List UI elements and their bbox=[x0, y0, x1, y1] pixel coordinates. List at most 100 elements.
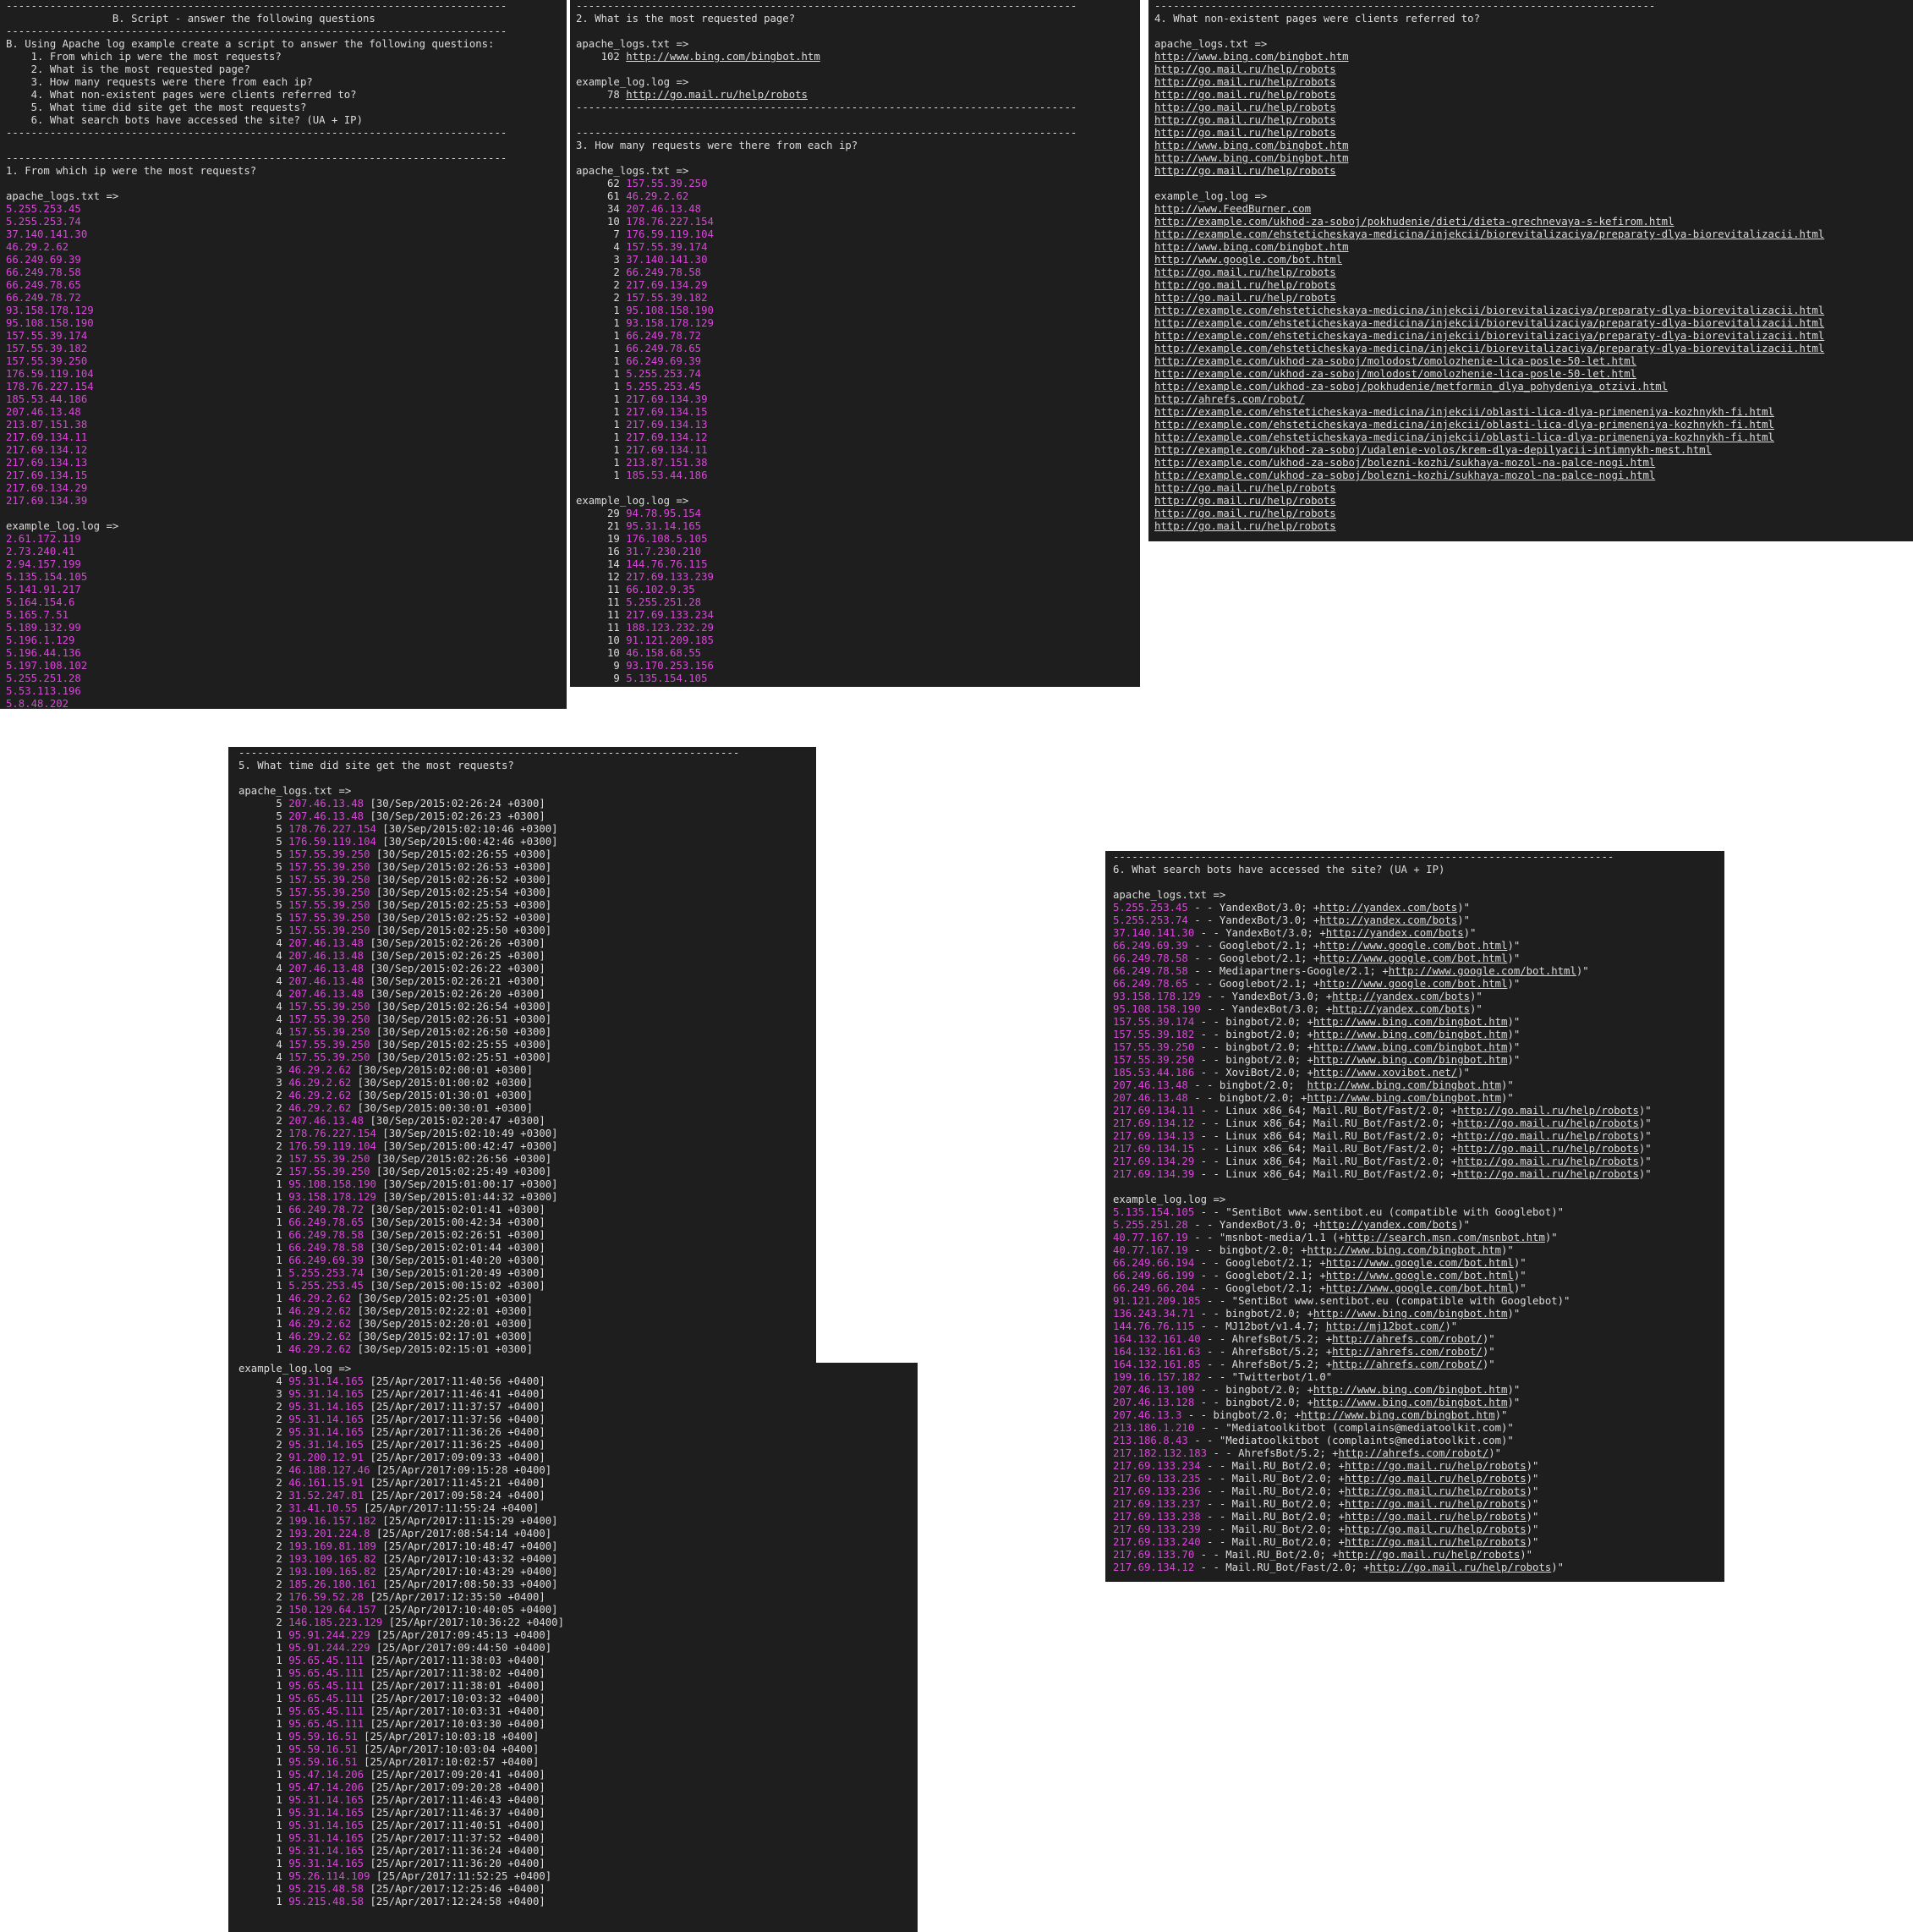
url-link[interactable]: http://go.mail.ru/help/robots bbox=[1344, 1473, 1527, 1485]
url-link[interactable]: http://www.google.com/bot.html bbox=[1319, 940, 1508, 952]
url-link[interactable]: http://ahrefs.com/robot/ bbox=[1332, 1333, 1483, 1345]
url-link[interactable]: http://www.bing.com/bingbot.htm bbox=[1313, 1016, 1508, 1028]
url-link[interactable]: http://example.com/ehsteticheskaya-medic… bbox=[1154, 330, 1825, 342]
url-link[interactable]: http://www.bing.com/bingbot.htm bbox=[1313, 1041, 1508, 1053]
url-link[interactable]: http://yandex.com/bots bbox=[1319, 902, 1458, 914]
url-link[interactable]: http://go.mail.ru/help/robots bbox=[1457, 1155, 1639, 1167]
url-link[interactable]: http://ahrefs.com/robot/ bbox=[1332, 1346, 1483, 1358]
url-link[interactable]: http://yandex.com/bots bbox=[1332, 991, 1471, 1002]
url-link[interactable]: http://example.com/ukhod-za-soboj/bolezn… bbox=[1154, 469, 1656, 481]
url-link[interactable]: http://www.bing.com/bingbot.htm bbox=[1313, 1054, 1508, 1066]
url-link[interactable]: http://yandex.com/bots bbox=[1319, 1219, 1458, 1231]
url-link[interactable]: http://go.mail.ru/help/robots bbox=[1154, 279, 1336, 291]
url-link[interactable]: http://www.google.com/bot.html bbox=[1154, 254, 1343, 266]
url-link[interactable]: http://ahrefs.com/robot/ bbox=[1338, 1447, 1489, 1459]
url-link[interactable]: http://www.google.com/bot.html bbox=[1325, 1270, 1514, 1282]
url-link[interactable]: http://www.google.com/bot.html bbox=[1325, 1282, 1514, 1294]
url-link[interactable]: http://example.com/ehsteticheskaya-medic… bbox=[1154, 419, 1774, 431]
url-link[interactable]: http://go.mail.ru/help/robots bbox=[1154, 266, 1336, 278]
url-link[interactable]: http://go.mail.ru/help/robots bbox=[1344, 1523, 1527, 1535]
url-link[interactable]: http://go.mail.ru/help/robots bbox=[1154, 520, 1336, 532]
url-link[interactable]: http://go.mail.ru/help/robots bbox=[1344, 1536, 1527, 1548]
url-link[interactable]: http://example.com/ehsteticheskaya-medic… bbox=[1154, 228, 1825, 240]
url-link[interactable]: http://ahrefs.com/robot/ bbox=[1332, 1358, 1483, 1370]
log-text: [25/Apr/2017:10:03:18 +0400] bbox=[357, 1731, 540, 1743]
url-link[interactable]: http://example.com/ukhod-za-soboj/molodo… bbox=[1154, 355, 1637, 367]
url-link[interactable]: http://go.mail.ru/help/robots bbox=[1457, 1168, 1639, 1180]
ip-address: 95.215.48.58 bbox=[288, 1896, 365, 1907]
url-link[interactable]: http://www.bing.com/bingbot.htm bbox=[1307, 1244, 1502, 1256]
terminal-line bbox=[1113, 1181, 1724, 1194]
url-link[interactable]: http://www.google.com/bot.html bbox=[1319, 952, 1508, 964]
terminal-line: 144.76.76.115 - - MJ12bot/v1.4.7; http:/… bbox=[1113, 1320, 1724, 1333]
url-link[interactable]: http://go.mail.ru/help/robots bbox=[1344, 1511, 1527, 1523]
url-link[interactable]: http://www.bing.com/bingbot.htm bbox=[1313, 1029, 1508, 1040]
url-link[interactable]: http://example.com/ukhod-za-soboj/molodo… bbox=[1154, 368, 1637, 380]
terminal-text: ----------------------------------------… bbox=[6, 152, 507, 164]
url-link[interactable]: http://www.bing.com/bingbot.htm bbox=[626, 51, 820, 63]
url-link[interactable]: http://example.com/ukhod-za-soboj/pokhud… bbox=[1154, 381, 1669, 392]
terminal-line: 207.46.13.128 - - bingbot/2.0; +http://w… bbox=[1113, 1397, 1724, 1409]
url-link[interactable]: http://go.mail.ru/help/robots bbox=[1154, 114, 1336, 126]
url-link[interactable]: http://example.com/ehsteticheskaya-medic… bbox=[1154, 317, 1825, 329]
url-link[interactable]: http://ahrefs.com/robot/ bbox=[1154, 393, 1305, 405]
url-link[interactable]: http://go.mail.ru/help/robots bbox=[626, 89, 808, 101]
url-link[interactable]: http://www.bing.com/bingbot.htm bbox=[1307, 1092, 1502, 1104]
url-link[interactable]: http://example.com/ukhod-za-soboj/pokhud… bbox=[1154, 216, 1675, 228]
url-link[interactable]: http://go.mail.ru/help/robots bbox=[1154, 102, 1336, 113]
url-link[interactable]: http://www.bing.com/bingbot.htm bbox=[1154, 51, 1349, 63]
url-link[interactable]: http://example.com/ehsteticheskaya-medic… bbox=[1154, 305, 1825, 316]
url-link[interactable]: http://yandex.com/bots bbox=[1325, 927, 1464, 939]
url-link[interactable]: http://yandex.com/bots bbox=[1332, 1003, 1471, 1015]
url-link[interactable]: http://go.mail.ru/help/robots bbox=[1154, 495, 1336, 507]
url-link[interactable]: http://example.com/ehsteticheskaya-medic… bbox=[1154, 343, 1825, 354]
ip-address: 176.108.5.105 bbox=[626, 533, 708, 545]
url-link[interactable]: http://go.mail.ru/help/robots bbox=[1344, 1485, 1527, 1497]
ip-address: 217.69.133.238 bbox=[1113, 1511, 1201, 1523]
url-link[interactable]: http://go.mail.ru/help/robots bbox=[1154, 76, 1336, 88]
ip-address: 207.46.13.48 bbox=[1113, 1079, 1188, 1091]
url-link[interactable]: http://www.google.com/bot.html bbox=[1388, 965, 1576, 977]
ip-address: 5.255.253.74 bbox=[626, 368, 702, 380]
count-value: 1 bbox=[238, 1229, 289, 1241]
url-link[interactable]: http://go.mail.ru/help/robots bbox=[1338, 1549, 1521, 1561]
url-link[interactable]: http://www.bing.com/bingbot.htm bbox=[1154, 152, 1349, 164]
url-link[interactable]: http://go.mail.ru/help/robots bbox=[1154, 127, 1336, 139]
url-link[interactable]: http://go.mail.ru/help/robots bbox=[1154, 63, 1336, 75]
url-link[interactable]: http://go.mail.ru/help/robots bbox=[1457, 1117, 1639, 1129]
url-link[interactable]: http://www.bing.com/bingbot.htm bbox=[1313, 1384, 1508, 1396]
url-link[interactable]: http://go.mail.ru/help/robots bbox=[1154, 292, 1336, 304]
url-link[interactable]: http://www.bing.com/bingbot.htm bbox=[1313, 1397, 1508, 1408]
url-link[interactable]: http://search.msn.com/msnbot.htm bbox=[1344, 1232, 1545, 1243]
url-link[interactable]: http://go.mail.ru/help/robots bbox=[1154, 482, 1336, 494]
url-link[interactable]: http://example.com/ukhod-za-soboj/udalen… bbox=[1154, 444, 1712, 456]
url-link[interactable]: http://www.xovibot.net/ bbox=[1313, 1067, 1458, 1079]
url-link[interactable]: http://go.mail.ru/help/robots bbox=[1457, 1143, 1639, 1155]
url-link[interactable]: http://go.mail.ru/help/robots bbox=[1344, 1498, 1527, 1510]
ip-address: 207.46.13.48 bbox=[1113, 1092, 1188, 1104]
url-link[interactable]: http://go.mail.ru/help/robots bbox=[1457, 1130, 1639, 1142]
terminal-line: http://go.mail.ru/help/robots bbox=[1154, 114, 1913, 127]
url-link[interactable]: http://www.google.com/bot.html bbox=[1325, 1257, 1514, 1269]
count-value: 2 bbox=[238, 1490, 289, 1501]
log-text: [30/Sep/2015:02:26:52 +0300] bbox=[370, 874, 552, 886]
url-link[interactable]: http://www.google.com/bot.html bbox=[1319, 978, 1508, 990]
url-link[interactable]: http://go.mail.ru/help/robots bbox=[1154, 89, 1336, 101]
url-link[interactable]: http://example.com/ehsteticheskaya-medic… bbox=[1154, 406, 1774, 418]
url-link[interactable]: http://www.bing.com/bingbot.htm bbox=[1301, 1409, 1495, 1421]
url-link[interactable]: http://mj12bot.com/ bbox=[1325, 1320, 1445, 1332]
url-link[interactable]: http://go.mail.ru/help/robots bbox=[1457, 1105, 1639, 1117]
url-link[interactable]: http://www.FeedBurner.com bbox=[1154, 203, 1312, 215]
url-link[interactable]: http://yandex.com/bots bbox=[1319, 914, 1458, 926]
url-link[interactable]: http://www.bing.com/bingbot.htm bbox=[1154, 140, 1349, 151]
url-link[interactable]: http://go.mail.ru/help/robots bbox=[1369, 1562, 1552, 1573]
url-link[interactable]: http://example.com/ehsteticheskaya-medic… bbox=[1154, 431, 1774, 443]
url-link[interactable]: http://go.mail.ru/help/robots bbox=[1154, 165, 1336, 177]
url-link[interactable]: http://go.mail.ru/help/robots bbox=[1344, 1460, 1527, 1472]
url-link[interactable]: http://example.com/ukhod-za-soboj/bolezn… bbox=[1154, 457, 1656, 469]
url-link[interactable]: http://go.mail.ru/help/robots bbox=[1154, 508, 1336, 519]
terminal-line: example_log.log => bbox=[1113, 1194, 1724, 1206]
url-link[interactable]: http://www.bing.com/bingbot.htm bbox=[1313, 1308, 1508, 1320]
url-link[interactable]: http://www.bing.com/bingbot.htm bbox=[1154, 241, 1349, 253]
url-link[interactable]: http://www.bing.com/bingbot.htm bbox=[1307, 1079, 1502, 1091]
